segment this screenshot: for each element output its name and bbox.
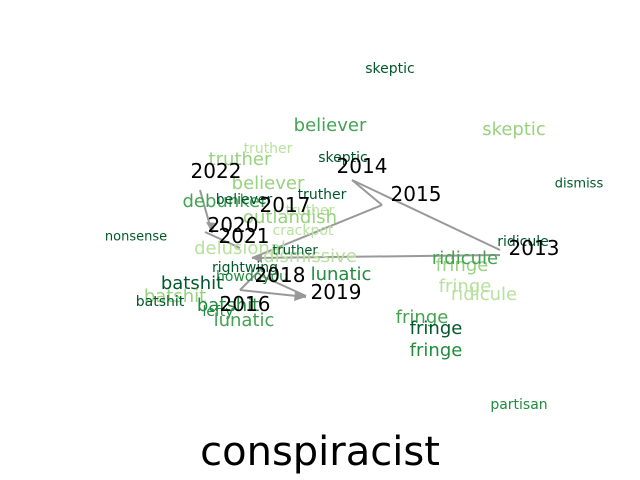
word-label: truther xyxy=(297,187,347,203)
word-label: truther xyxy=(272,243,318,259)
year-label-2014: 2014 xyxy=(336,154,388,178)
edge-2015-2014 xyxy=(351,179,383,206)
edge-2012-2015 xyxy=(251,204,383,259)
year-label-2015: 2015 xyxy=(390,182,442,206)
year-label-2018: 2018 xyxy=(254,263,306,287)
arrowhead-2012 xyxy=(252,253,262,263)
year-label-2021: 2021 xyxy=(218,224,270,248)
word-label: believer xyxy=(215,192,273,208)
edge-2013-2012 xyxy=(251,254,501,259)
word-label: skeptic xyxy=(482,119,546,140)
word-label: batshit xyxy=(160,273,224,294)
word-label: believer xyxy=(231,173,305,194)
word-label: believer xyxy=(293,115,367,136)
year-label-2020: 2020 xyxy=(207,213,259,237)
word-label: truther xyxy=(208,149,272,170)
diagram-title: conspiracist xyxy=(200,429,440,475)
word-label: batshit xyxy=(143,286,207,307)
arrowhead-2020 xyxy=(206,222,216,233)
word-label: truther xyxy=(285,203,335,219)
word-label: outlandish xyxy=(242,207,338,228)
word-label: delusional xyxy=(194,238,286,259)
word-label: batshit xyxy=(196,295,260,316)
word-label: partisan xyxy=(490,397,548,413)
word-label: howdoyou xyxy=(215,269,289,285)
word-label: dismissive xyxy=(263,246,357,267)
word-label: fringe xyxy=(395,307,449,328)
word-label: ridicule xyxy=(431,248,499,269)
edge-2018-2016 xyxy=(239,267,263,291)
word-label: batshit xyxy=(135,294,185,310)
year-label-2017: 2017 xyxy=(259,193,311,217)
word-label: crackpot xyxy=(272,223,334,239)
year-label-2022: 2022 xyxy=(190,159,242,183)
edge-2014-2013 xyxy=(351,179,501,251)
arrowhead-2019 xyxy=(294,291,306,301)
word-label: dismiss xyxy=(554,176,604,192)
year-label-2016: 2016 xyxy=(219,292,271,316)
word-label: debunker xyxy=(182,191,268,212)
word-label: nonsense xyxy=(104,229,168,245)
word-label: lefty xyxy=(202,304,234,320)
word-label: lunatic xyxy=(213,310,275,331)
word-label: fringe xyxy=(438,276,492,297)
year-label-2019: 2019 xyxy=(310,280,362,304)
word-label: rightwing xyxy=(212,260,278,276)
edge-2020-2021 xyxy=(204,231,241,249)
word-label: fringe xyxy=(435,255,489,276)
word-label: ridicule xyxy=(450,284,518,305)
word-label: skeptic xyxy=(318,150,368,166)
word-label: truther xyxy=(243,141,293,157)
word-label: fringe xyxy=(409,318,463,339)
word-label: ridicule xyxy=(497,234,549,250)
edge-2019-2016 xyxy=(261,275,307,297)
word-label: skeptic xyxy=(365,61,415,77)
year-label-2013: 2013 xyxy=(508,236,560,260)
word-label: fringe xyxy=(409,340,463,361)
word-label: lunatic xyxy=(310,264,372,285)
